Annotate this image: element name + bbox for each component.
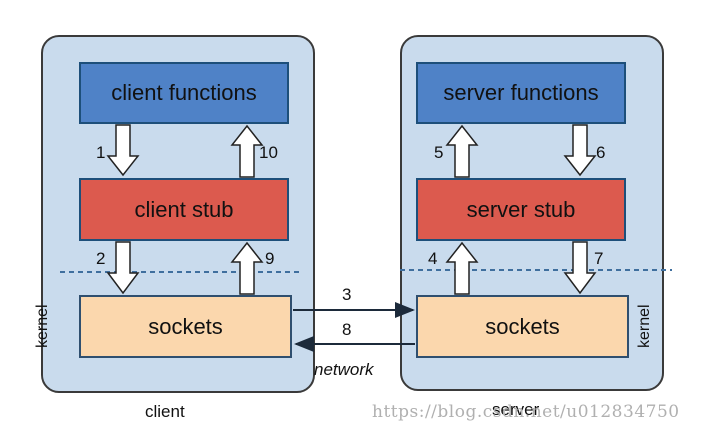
server-stub-label: server stub	[466, 196, 576, 222]
arrow-5-up	[445, 124, 479, 178]
arrow-6-down	[563, 124, 597, 177]
watermark-text: https://blog.csdn.net/u012834750	[372, 402, 680, 422]
step-7-label: 7	[594, 249, 604, 268]
step-8-label: 8	[342, 320, 352, 339]
step-5-label: 5	[434, 143, 444, 162]
step-2-label: 2	[96, 249, 106, 268]
arrow-7-down	[563, 241, 597, 295]
step-3-label: 3	[342, 285, 352, 304]
arrow-4-up	[445, 241, 479, 295]
client-functions-box: client functions	[79, 62, 289, 124]
step-10-label: 10	[259, 143, 278, 162]
server-functions-label: server functions	[443, 80, 599, 105]
network-label: network	[314, 360, 374, 379]
arrow-10-up	[230, 124, 264, 178]
arrow-1-down	[106, 124, 140, 177]
client-sockets-box: sockets	[79, 295, 292, 358]
server-sockets-box: sockets	[416, 295, 629, 358]
server-sockets-label: sockets	[485, 313, 560, 339]
client-caption: client	[145, 402, 185, 421]
step-1-label: 1	[96, 143, 106, 162]
step-4-label: 4	[428, 249, 438, 268]
client-stub-box: client stub	[79, 178, 289, 241]
step-9-label: 9	[265, 249, 275, 268]
client-sockets-label: sockets	[148, 313, 223, 339]
client-functions-label: client functions	[111, 80, 257, 105]
client-kernel-label: kernel	[34, 304, 51, 348]
server-kernel-label: kernel	[636, 304, 653, 348]
server-functions-box: server functions	[416, 62, 626, 124]
step-6-label: 6	[596, 143, 606, 162]
arrow-2-down	[106, 241, 140, 295]
client-stub-label: client stub	[134, 196, 234, 222]
server-stub-box: server stub	[416, 178, 626, 241]
server-caption: server	[492, 400, 540, 419]
arrow-9-up	[230, 241, 264, 295]
